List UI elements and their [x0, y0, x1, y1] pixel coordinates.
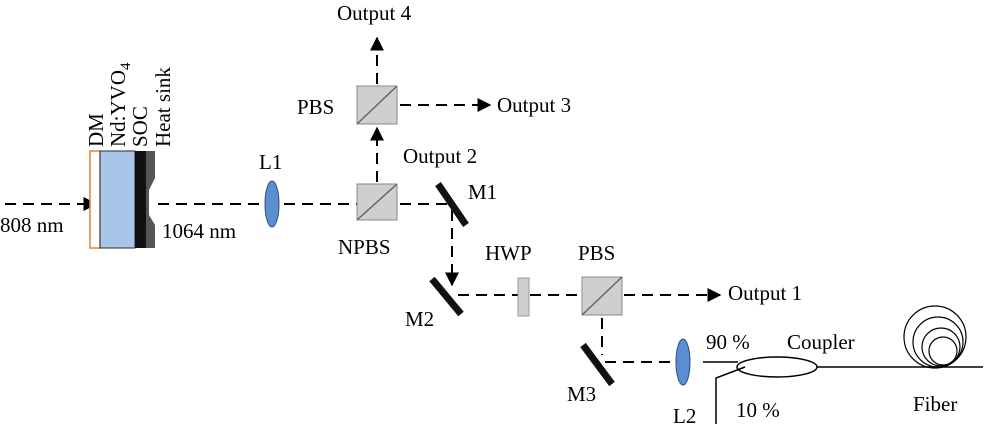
- label-dm: DM: [84, 113, 108, 147]
- label-10-percent: 10 %: [736, 398, 780, 422]
- mirror-m3: [580, 342, 615, 387]
- label-heat-sink: Heat sink: [151, 67, 175, 147]
- label-hwp: HWP: [485, 241, 532, 265]
- mirror-m2: [429, 276, 464, 317]
- label-808nm: 808 nm: [0, 213, 64, 237]
- laser-crystal-assembly: [89, 150, 155, 249]
- label-m3: M3: [567, 382, 596, 406]
- label-m2: M2: [405, 307, 434, 331]
- label-output3: Output 3: [497, 93, 571, 117]
- label-coupler: Coupler: [787, 330, 855, 354]
- label-l1: L1: [259, 150, 282, 174]
- label-soc: SOC: [128, 106, 152, 147]
- label-1064nm: 1064 nm: [162, 219, 236, 243]
- label-output2: Output 2: [403, 144, 477, 168]
- label-output4: Output 4: [337, 1, 412, 25]
- pbs-top-cube: [356, 85, 398, 125]
- mirror-m1: [435, 182, 469, 227]
- label-fiber: Fiber: [913, 392, 957, 416]
- label-output1: Output 1: [728, 281, 802, 305]
- fiber-spool-icon: [903, 305, 967, 369]
- soc-layer: [135, 151, 146, 248]
- coupler-body: [736, 356, 818, 378]
- label-l2: L2: [673, 404, 696, 428]
- half-wave-plate: [517, 277, 530, 317]
- label-nd-yvo4: Nd:YVO4: [106, 62, 134, 147]
- label-npbs: NPBS: [338, 235, 391, 259]
- label-90-percent: 90 %: [706, 330, 750, 354]
- dichroic-mirror: [89, 150, 101, 249]
- coupler-tap-fiber: [715, 366, 746, 424]
- label-pbs-bottom: PBS: [578, 241, 615, 265]
- beam-paths: [5, 36, 722, 363]
- lens-l1: [264, 180, 280, 228]
- fiber-coupler: [703, 356, 983, 424]
- heat-sink: [146, 151, 155, 248]
- nd-yvo4-crystal: [99, 150, 136, 249]
- label-m1: M1: [468, 180, 497, 204]
- lens-l2: [675, 338, 691, 386]
- npbs-cube: [356, 183, 398, 221]
- pbs-bottom-cube: [581, 276, 623, 316]
- label-pbs-top: PBS: [297, 95, 334, 119]
